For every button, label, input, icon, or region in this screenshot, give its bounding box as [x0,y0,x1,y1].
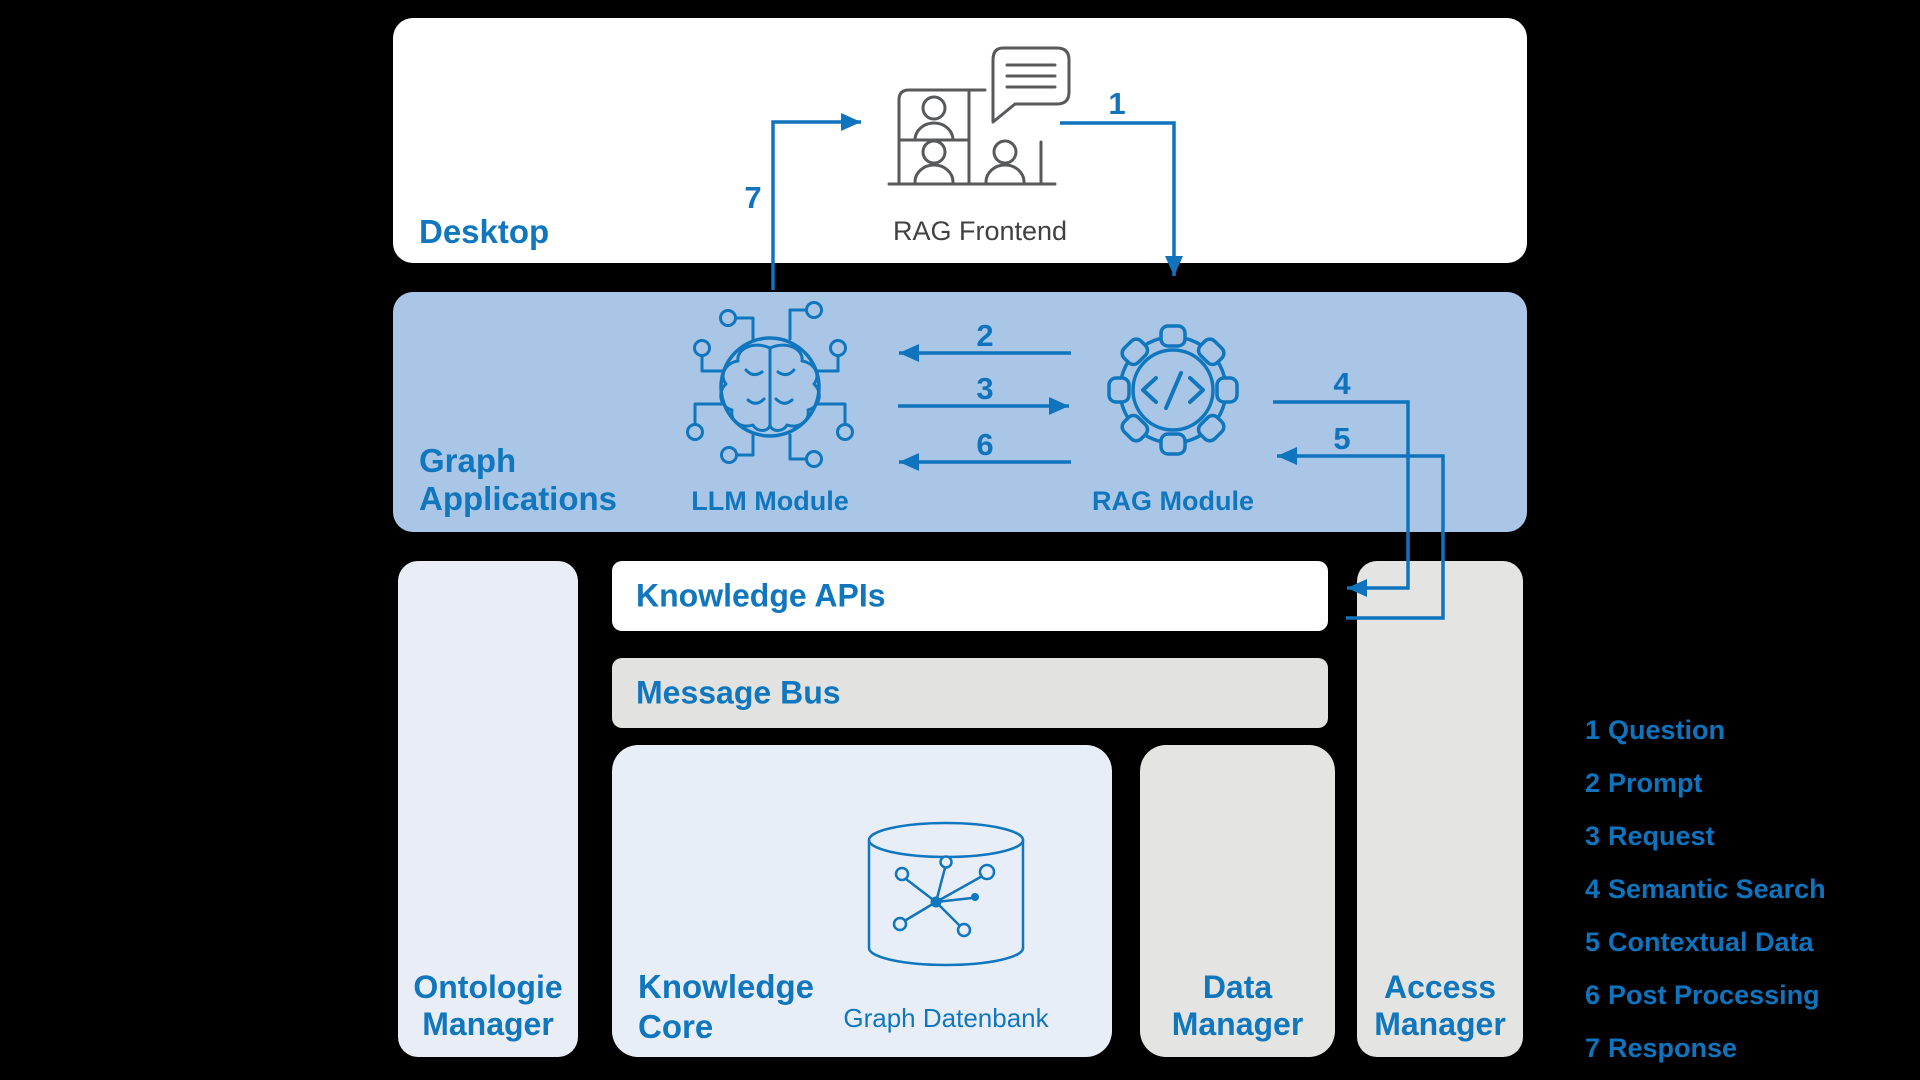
graph-applications-panel: Graph Applications [393,292,1527,532]
arrow-label-3: 3 [976,371,994,406]
arrow-label-2: 2 [976,318,994,353]
access-manager-title: Access Manager [1374,969,1506,1042]
knowledge-apis-bar: Knowledge APIs [612,561,1328,631]
arrow-label-1: 1 [1108,86,1126,121]
data-manager-title: Data Manager [1171,969,1304,1042]
rag-frontend-label: RAG Frontend [892,216,1068,246]
knowledge-apis-label: Knowledge APIs [636,577,886,614]
access-manager-panel: Access Manager [1357,561,1523,1057]
desktop-title: Desktop [419,213,550,250]
arrow-label-7: 7 [744,180,762,215]
llm-module-label: LLM Module [691,486,849,516]
knowledge-core-panel: Knowledge Core Graph Datenbank [612,745,1112,1057]
ontologie-manager-panel: Ontologie Manager [398,561,578,1057]
message-bus-bar: Message Bus [612,658,1328,728]
rag-module-label: RAG Module [1092,486,1254,516]
graph-applications-title: Graph Applications [419,442,618,517]
arrow-label-6: 6 [976,427,994,462]
knowledge-core-title: Knowledge Core [638,968,815,1045]
arrow-label-5: 5 [1333,421,1351,456]
data-manager-panel: Data Manager [1140,745,1335,1057]
message-bus-label: Message Bus [636,674,841,711]
ontologie-manager-title: Ontologie Manager [413,969,563,1042]
graph-datenbank-label: Graph Datenbank [843,1003,1049,1033]
arrow-label-4: 4 [1333,366,1351,401]
